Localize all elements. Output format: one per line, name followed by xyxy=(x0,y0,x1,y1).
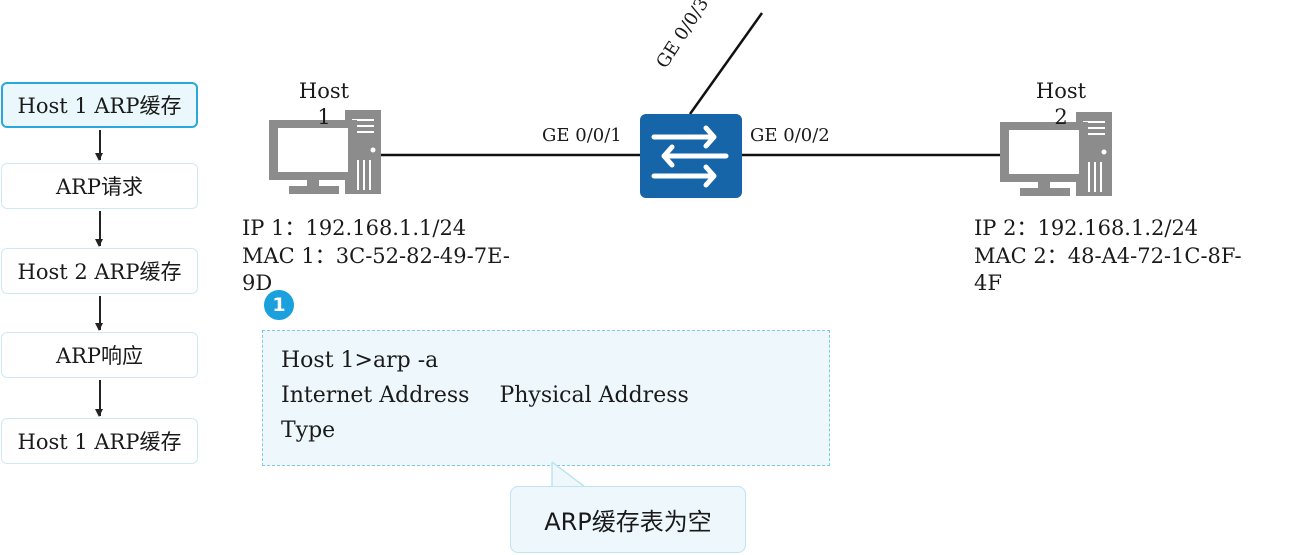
flow-step-arp-reply: ARP响应 xyxy=(1,332,198,378)
cli-header-internet-address: Internet Address xyxy=(281,383,470,408)
step-number-badge: 1 xyxy=(262,288,296,322)
flow-arrow xyxy=(96,296,102,331)
host2-title-line2: 2 xyxy=(1054,105,1068,129)
cli-command: Host 1>arp -a xyxy=(281,348,439,373)
host2-mac-line2: 4F xyxy=(974,271,1002,295)
port-label-ge001: GE 0/0/1 xyxy=(542,125,622,146)
arp-table-output: Host 1>arp -a Internet Address Physical A… xyxy=(262,330,830,466)
cli-header-type: Type xyxy=(281,418,336,443)
callout-text: ARP缓存表为空 xyxy=(544,508,712,536)
host2-ip: IP 2：192.168.1.2/24 xyxy=(974,216,1199,240)
host2-mac-line1: MAC 2：48-A4-72-1C-8F- xyxy=(974,244,1242,268)
flow-arrow xyxy=(96,380,102,417)
host1-title-line1: Host xyxy=(298,79,350,103)
flow-step-label: ARP响应 xyxy=(55,344,144,368)
computer-icon-host2 xyxy=(1000,112,1112,196)
callout-arp-cache-empty: ARP缓存表为空 xyxy=(510,486,746,553)
flow-step-label: Host 2 ARP缓存 xyxy=(17,260,182,284)
cli-header-physical-address: Physical Address xyxy=(499,383,689,408)
switch-icon xyxy=(640,114,742,198)
cli-header-row: Internet Address Physical Address xyxy=(281,378,811,413)
flow-step-host1-cache: Host 1 ARP缓存 xyxy=(1,82,198,128)
flow-arrow xyxy=(96,211,102,247)
link-switch-uplink xyxy=(688,12,764,115)
flow-step-host1-cache-final: Host 1 ARP缓存 xyxy=(1,418,198,464)
flow-step-label: ARP请求 xyxy=(55,175,144,199)
host1-title-line2: 1 xyxy=(317,105,331,129)
flow-arrow xyxy=(96,130,102,161)
host1-title: Host 1 xyxy=(294,78,354,130)
host1-mac-line1: MAC 1：3C-52-82-49-7E- xyxy=(242,244,510,268)
flow-step-arp-request: ARP请求 xyxy=(1,163,198,209)
host2-title-line1: Host xyxy=(1035,79,1087,103)
flow-step-label: Host 1 ARP缓存 xyxy=(17,430,182,454)
port-label-ge002: GE 0/0/2 xyxy=(750,125,830,146)
host1-ip: IP 1：192.168.1.1/24 xyxy=(242,216,467,240)
flow-step-host2-cache: Host 2 ARP缓存 xyxy=(1,248,198,294)
flow-step-label: Host 1 ARP缓存 xyxy=(17,94,182,118)
host2-title: Host 2 xyxy=(1031,78,1091,130)
computer-icon-host1 xyxy=(269,110,381,194)
